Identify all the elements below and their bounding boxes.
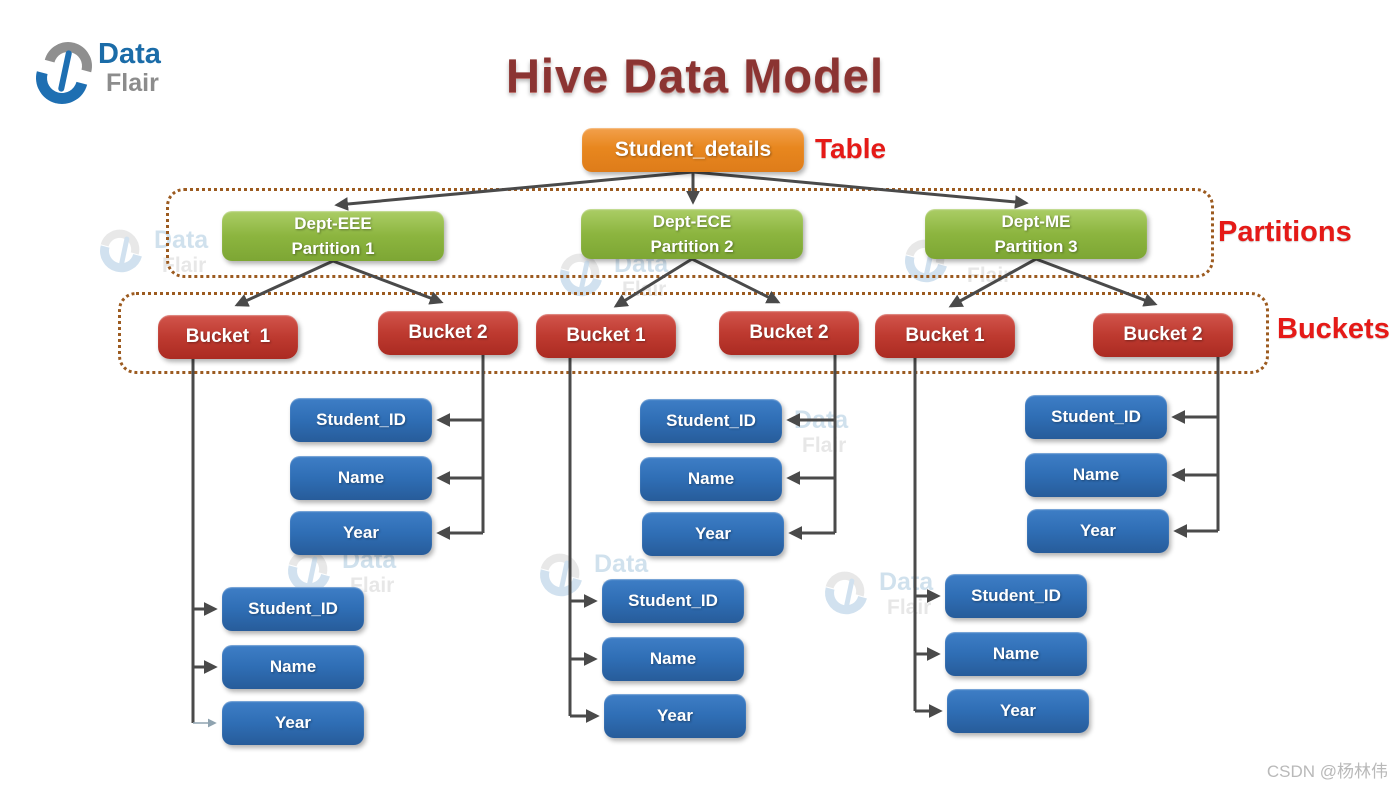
logo-word-flair: Flair — [106, 69, 159, 97]
field-node-year: Year — [222, 701, 364, 745]
logo-word-data: Data — [98, 38, 161, 70]
bucket-node-1-right: Bucket 1 — [875, 314, 1015, 358]
field-node-year: Year — [642, 512, 784, 556]
field-node-year: Year — [947, 689, 1089, 733]
field-node-name: Name — [222, 645, 364, 689]
partition-dept: Dept-ME — [1001, 211, 1071, 231]
bucket-node-1-left: Bucket 1 — [158, 315, 298, 359]
partitions-section-label: Partitions — [1218, 216, 1352, 248]
partition-node-dept-ece: Dept-ECE Partition 2 — [581, 209, 803, 259]
field-node-student-id: Student_ID — [222, 587, 364, 631]
field-node-name: Name — [602, 637, 744, 681]
partition-name: Partition 3 — [994, 237, 1078, 256]
field-node-student-id: Student_ID — [640, 399, 782, 443]
partition-node-dept-eee: Dept-EEE Partition 1 — [222, 211, 444, 261]
partition-dept: Dept-ECE — [652, 211, 732, 231]
field-node-student-id: Student_ID — [602, 579, 744, 623]
table-section-label: Table — [815, 133, 887, 164]
partition-name: Partition 1 — [291, 239, 375, 258]
table-node-student-details: Student_details — [582, 128, 804, 172]
bucket-node-2-mid: Bucket 2 — [719, 311, 859, 355]
field-node-student-id: Student_ID — [945, 574, 1087, 618]
bucket-node-2-right: Bucket 2 — [1093, 313, 1233, 357]
dataflair-logo-icon — [26, 33, 101, 114]
page-title: Hive Data Model — [505, 49, 885, 102]
dataflair-logo-text: Data Flair — [98, 40, 161, 96]
field-node-name: Name — [1025, 453, 1167, 497]
dataflair-logo: Data Flair — [26, 33, 161, 114]
field-node-student-id: Student_ID — [1025, 395, 1167, 439]
bucket-node-2-left: Bucket 2 — [378, 311, 518, 355]
partition-name: Partition 2 — [650, 237, 734, 256]
partition-dept: Dept-EEE — [294, 213, 372, 233]
field-node-name: Name — [640, 457, 782, 501]
csdn-credit: CSDN @杨林伟 — [1266, 762, 1388, 781]
partition-node-dept-me: Dept-ME Partition 3 — [925, 209, 1147, 259]
buckets-section-label: Buckets — [1277, 313, 1390, 345]
buckets-frame — [118, 292, 1269, 374]
field-node-student-id: Student_ID — [290, 398, 432, 442]
partitions-frame — [166, 188, 1214, 278]
field-node-year: Year — [290, 511, 432, 555]
field-node-name: Name — [290, 456, 432, 500]
field-node-year: Year — [1027, 509, 1169, 553]
field-node-year: Year — [604, 694, 746, 738]
field-node-name: Name — [945, 632, 1087, 676]
bucket-node-1-mid: Bucket 1 — [536, 314, 676, 358]
